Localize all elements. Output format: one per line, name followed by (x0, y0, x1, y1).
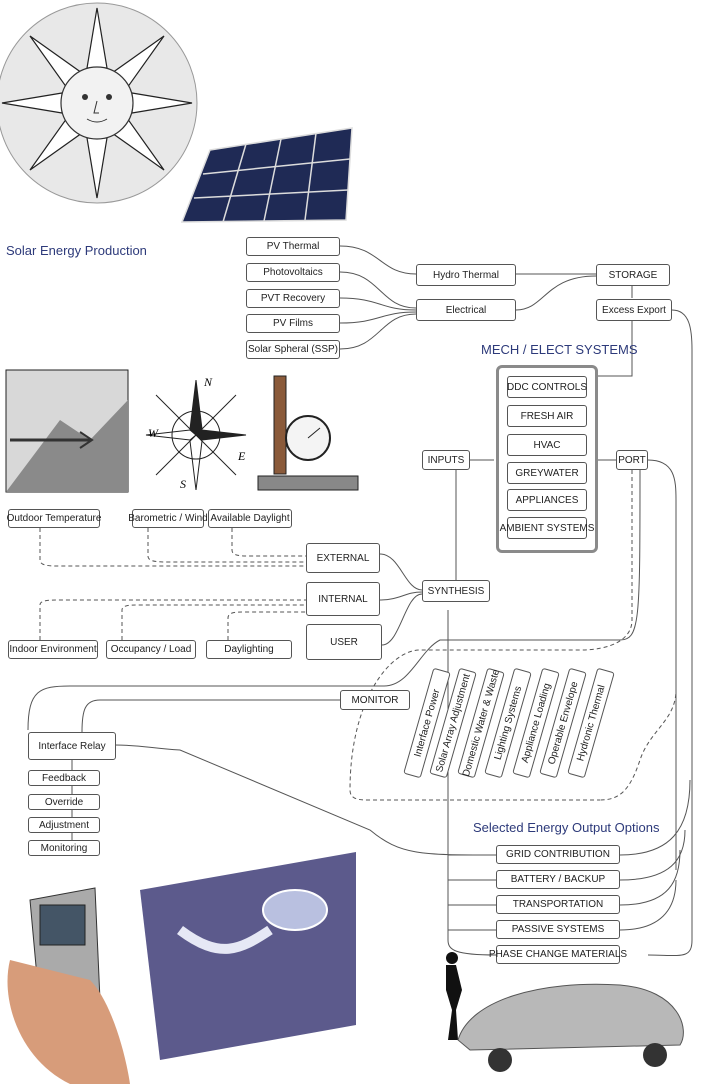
sensor-indoor-environment: Indoor Environment (8, 640, 98, 659)
sensor-outdoor-temperature: Outdoor Temperature (7, 509, 101, 528)
inputs-box: INPUTS (422, 450, 470, 470)
output-transportation: TRANSPORTATION (496, 895, 620, 914)
mech-fresh-air: FRESH AIR (507, 405, 587, 427)
output-grid-contribution: GRID CONTRIBUTION (496, 845, 620, 864)
source-photovoltaics: Photovoltaics (246, 263, 340, 282)
interface-relay-box: Interface Relay (28, 732, 116, 760)
conversion-electrical: Electrical (416, 299, 516, 321)
mech-hvac: HVAC (507, 434, 587, 456)
storage-box: STORAGE (596, 264, 670, 286)
domain-user: USER (306, 624, 382, 660)
mech-ddc-controls: DDC CONTROLS (507, 376, 587, 398)
monitor-box: MONITOR (340, 690, 410, 710)
mech-ambient-systems: AMBIENT SYSTEMS (500, 517, 594, 539)
mech-appliances: APPLIANCES (507, 489, 587, 511)
heading-mech-elect: MECH / ELECT SYSTEMS (481, 342, 638, 357)
option-monitoring: Monitoring (28, 840, 100, 856)
source-pv-films: PV Films (246, 314, 340, 333)
source-pv-thermal: PV Thermal (246, 237, 340, 256)
option-feedback: Feedback (28, 770, 100, 786)
output-phase-change-materials: PHASE CHANGE MATERIALS (489, 945, 627, 964)
heading-output-options: Selected Energy Output Options (473, 820, 660, 835)
conversion-hydro-thermal: Hydro Thermal (416, 264, 516, 286)
mech-greywater: GREYWATER (507, 462, 587, 484)
option-override: Override (28, 794, 100, 810)
heading-solar-production: Solar Energy Production (6, 243, 147, 258)
excess-export-box: Excess Export (596, 299, 672, 321)
output-passive-systems: PASSIVE SYSTEMS (496, 920, 620, 939)
mech-systems-frame (496, 365, 598, 553)
output-battery-backup: BATTERY / BACKUP (496, 870, 620, 889)
option-adjustment: Adjustment (28, 817, 100, 833)
sensor-occupancy-load: Occupancy / Load (106, 640, 196, 659)
sensor-available-daylight: Available Daylight (208, 509, 292, 528)
source-pvt-recovery: PVT Recovery (246, 289, 340, 308)
source-solar-spheral: Solar Spheral (SSP) (246, 340, 340, 359)
port-box: PORT (616, 450, 648, 470)
sensor-barometric-wind: Barometric / Wind (128, 509, 208, 528)
synthesis-box: SYNTHESIS (422, 580, 490, 602)
sensor-daylighting: Daylighting (206, 640, 292, 659)
domain-external: EXTERNAL (306, 543, 380, 573)
domain-internal: INTERNAL (306, 582, 380, 616)
